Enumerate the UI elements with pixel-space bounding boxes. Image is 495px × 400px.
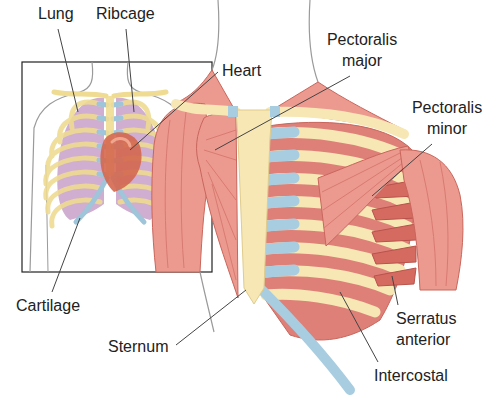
leader-lines <box>52 29 432 362</box>
right-ribcage <box>262 122 416 390</box>
inset-frame <box>22 62 212 272</box>
part-label: Lung <box>38 4 74 25</box>
part-label: Pectoralis major <box>322 30 402 72</box>
left-muscles <box>152 70 238 298</box>
part-label: Cartilage <box>16 296 80 317</box>
pectoralis-minor-muscle <box>318 146 412 246</box>
sternum-and-clavicles <box>176 104 404 304</box>
part-label: Ribcage <box>96 4 155 25</box>
part-label: Heart <box>222 61 261 82</box>
inset-heart <box>100 132 141 192</box>
part-label: Pectoralis minor <box>406 98 488 140</box>
part-label: Sternum <box>108 337 168 358</box>
part-label: Serratus anterior <box>396 309 476 351</box>
inset-ribcage <box>22 62 212 272</box>
sternum-bone <box>236 110 272 304</box>
right-arm <box>400 150 463 290</box>
part-label: Intercostal <box>374 366 448 387</box>
